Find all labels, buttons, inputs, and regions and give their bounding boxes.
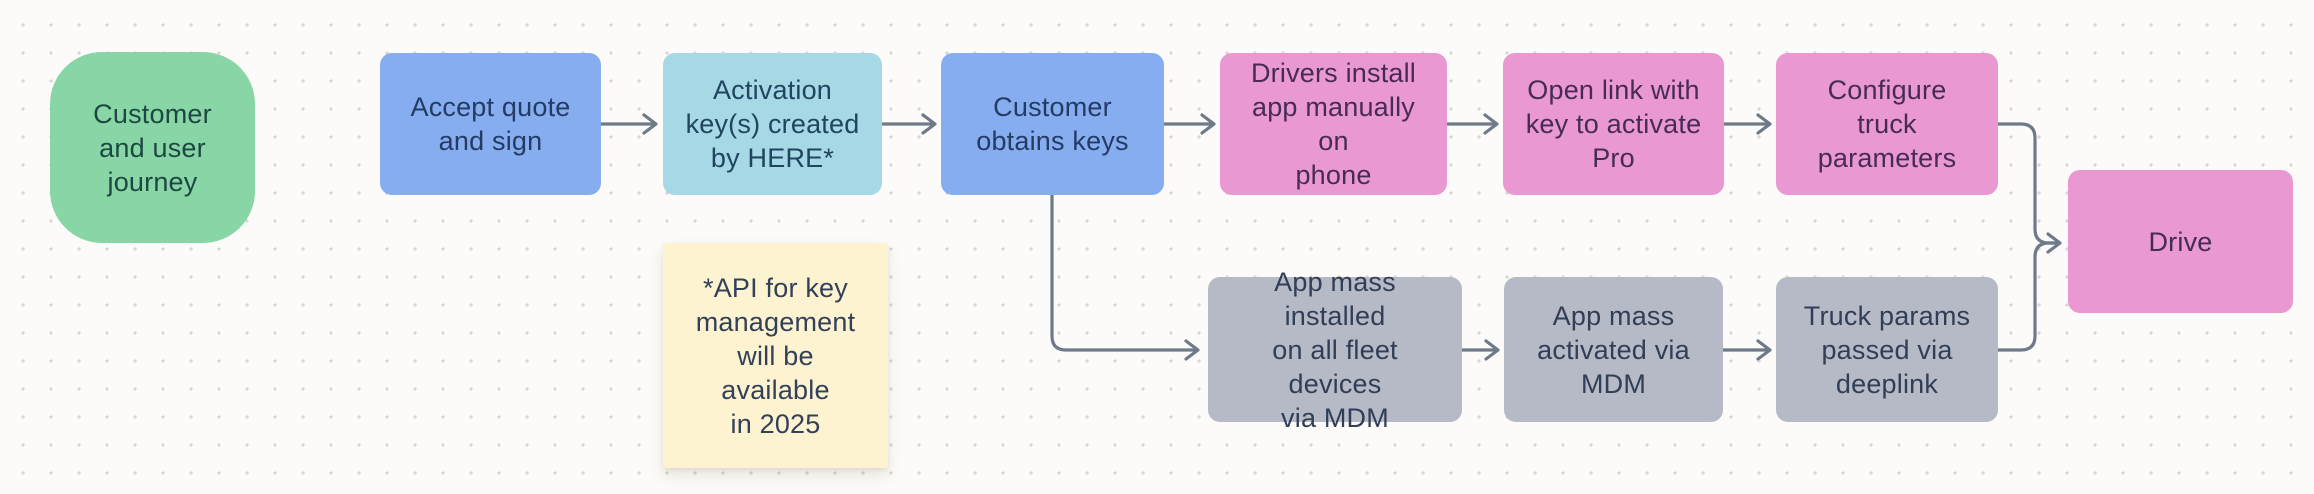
sticky-note-api-key-management[interactable]: *API for key management will be availabl… <box>663 243 888 468</box>
flow-node-open-link-activate-pro[interactable]: Open link with key to activate Pro <box>1503 53 1724 195</box>
flow-node-activation-keys-created[interactable]: Activation key(s) created by HERE* <box>663 53 882 195</box>
flow-node-truck-params-deeplink[interactable]: Truck params passed via deeplink <box>1776 277 1998 422</box>
connector-mass-install-to-mass-activate[interactable] <box>1460 339 1500 361</box>
flow-node-label: Accept quote and sign <box>410 92 571 156</box>
connector-truck-params-to-drive[interactable] <box>1996 241 2058 352</box>
connector-obtains-to-mass-install[interactable] <box>1050 193 1200 361</box>
connector-accept-to-activation[interactable] <box>599 113 658 135</box>
flow-node-app-mass-installed[interactable]: App mass installed on all fleet devices … <box>1208 267 1462 433</box>
flow-node-label: Open link with key to activate Pro <box>1525 75 1702 173</box>
flow-node-customer-obtains-keys[interactable]: Customer obtains keys <box>941 53 1164 195</box>
connector-obtains-to-drivers-install[interactable] <box>1162 113 1216 135</box>
connector-mass-activate-to-truck-params[interactable] <box>1721 339 1772 361</box>
flow-node-app-mass-activated[interactable]: App mass activated via MDM <box>1504 277 1723 422</box>
flow-node-drive[interactable]: Drive <box>2068 170 2293 313</box>
flow-node-accept-quote[interactable]: Accept quote and sign <box>380 53 601 195</box>
flow-node-label: Configure truck parameters <box>1817 75 1957 173</box>
flow-node-label: Truck params passed via deeplink <box>1803 300 1971 399</box>
flow-node-label: App mass activated via MDM <box>1537 300 1690 399</box>
flow-node-label: Drivers install app manually on phone <box>1250 58 1417 190</box>
title-card-label: Customer and user journey <box>93 98 212 197</box>
connector-activation-to-obtains[interactable] <box>880 113 937 135</box>
flow-node-drivers-install-app[interactable]: Drivers install app manually on phone <box>1220 53 1447 195</box>
connector-configure-to-drive[interactable] <box>1996 122 2062 254</box>
connector-open-link-to-configure[interactable] <box>1722 113 1772 135</box>
connector-drivers-to-open-link[interactable] <box>1445 113 1499 135</box>
sticky-note-label: *API for key management will be availabl… <box>695 272 856 439</box>
flow-node-label: Drive <box>2148 226 2213 257</box>
flow-node-label: Activation key(s) created by HERE* <box>685 75 860 173</box>
flow-node-label: Customer obtains keys <box>976 92 1129 156</box>
title-card-customer-user-journey[interactable]: Customer and user journey <box>50 52 255 243</box>
flow-node-label: App mass installed on all fleet devices … <box>1272 266 1398 433</box>
flow-node-configure-truck-parameters[interactable]: Configure truck parameters <box>1776 53 1998 195</box>
